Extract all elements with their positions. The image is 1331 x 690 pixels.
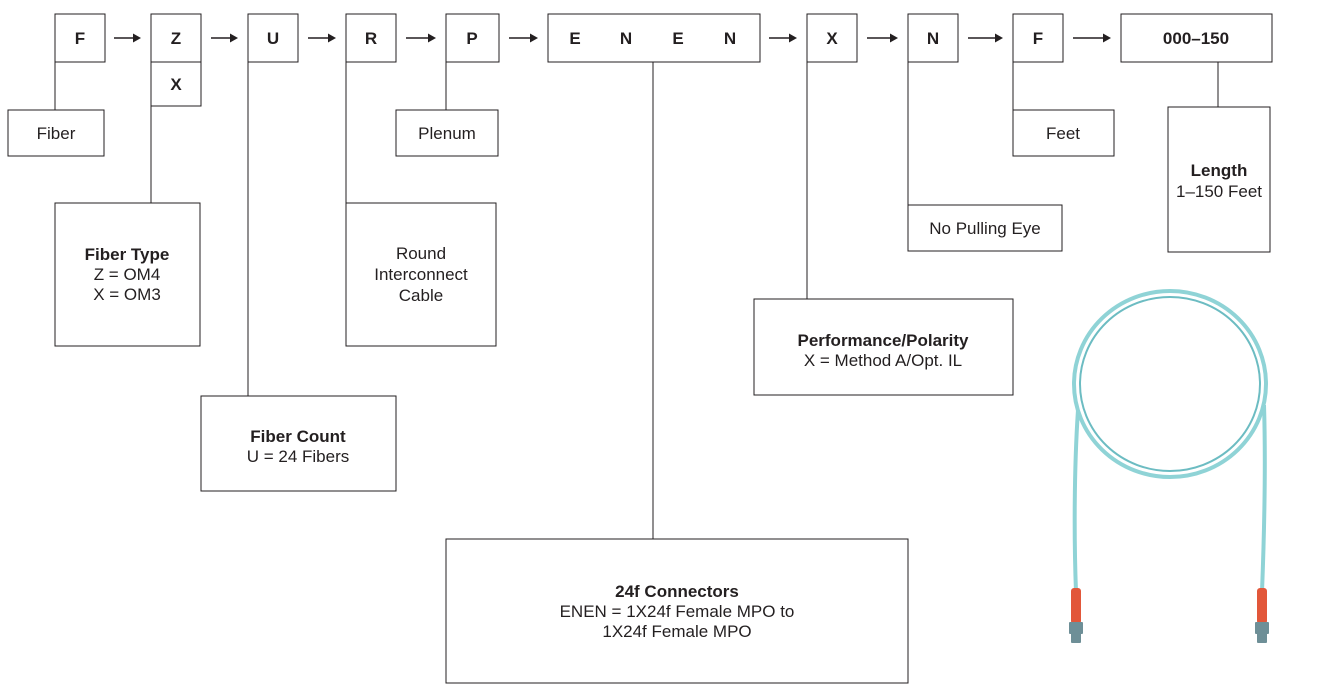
desc-box-pulling-eye [907, 204, 1063, 252]
desc-fiber-type-line-2: X = OM3 [93, 285, 161, 304]
code-fiber-type-alt: X [170, 75, 182, 94]
arrows [114, 33, 1111, 43]
code-box-plenum [445, 13, 500, 63]
code-connector-3: E [672, 29, 683, 48]
code-fiber: F [75, 29, 85, 48]
arrow-right-icon [406, 33, 436, 43]
cable-lead-left [1072, 409, 1080, 593]
desc-length-title: Length [1191, 161, 1248, 180]
desc-box-fiber-type [54, 202, 201, 347]
desc-connectors-title: 24f Connectors [615, 582, 739, 601]
cable-coil-inner [1079, 296, 1261, 472]
desc-box-cable [345, 202, 497, 347]
code-length: 000–150 [1163, 29, 1229, 48]
code-cable: R [365, 29, 377, 48]
code-box-unit [1012, 13, 1064, 63]
desc-connectors-line-2: 1X24f Female MPO [602, 622, 751, 641]
code-plenum: P [466, 29, 477, 48]
code-performance: X [826, 29, 838, 48]
aqua-fiber-patch-cord-image [1069, 289, 1269, 643]
desc-box-performance [753, 298, 1014, 396]
desc-cable-line-1: Round [396, 244, 446, 263]
code-box-cable [345, 13, 397, 63]
mpo-connector-right [1255, 588, 1269, 643]
desc-pulling-eye: No Pulling Eye [929, 219, 1041, 238]
arrow-right-icon [867, 33, 898, 43]
desc-box-plenum [395, 109, 499, 157]
arrow-right-icon [968, 33, 1003, 43]
code-box-performance [806, 13, 858, 63]
code-box-pulling-eye [907, 13, 959, 63]
arrow-right-icon [308, 33, 336, 43]
leader-lines [54, 62, 1219, 539]
desc-performance-title: Performance/Polarity [797, 331, 969, 350]
code-connector-1: E [569, 29, 580, 48]
arrow-right-icon [769, 33, 797, 43]
desc-box-connectors [445, 538, 909, 684]
code-box-fiber-count [247, 13, 299, 63]
code-box-length [1120, 13, 1273, 63]
desc-box-feet [1012, 109, 1115, 157]
desc-box-fiber-count [200, 395, 397, 492]
desc-fiber-count-line-1: U = 24 Fibers [247, 447, 350, 466]
desc-cable-line-2: Interconnect [374, 265, 468, 284]
desc-box-fiber [7, 109, 105, 157]
desc-fiber-type-title: Fiber Type [85, 245, 170, 264]
arrow-right-icon [1073, 33, 1111, 43]
desc-length-line-1: 1–150 Feet [1176, 182, 1262, 201]
description-boxes: Fiber Plenum Feet Fiber Type Z = OM4 X =… [7, 106, 1271, 684]
desc-box-length [1167, 106, 1271, 253]
code-unit: F [1033, 29, 1043, 48]
code-connector-4: N [724, 29, 736, 48]
desc-plenum: Plenum [418, 124, 476, 143]
cable-lead-right [1260, 404, 1267, 593]
arrow-right-icon [509, 33, 538, 43]
code-box-connectors [547, 13, 761, 63]
code-box-fiber-type [150, 13, 202, 63]
code-row: F Z X U R P E N E N X N F 000–150 [54, 13, 1273, 107]
desc-fiber-type-line-1: Z = OM4 [94, 265, 161, 284]
cable-coil [1072, 289, 1268, 479]
desc-fiber-count-title: Fiber Count [250, 427, 346, 446]
mpo-connector-left [1069, 588, 1083, 643]
desc-connectors-line-1: ENEN = 1X24f Female MPO to [560, 602, 795, 621]
code-fiber-type: Z [171, 29, 181, 48]
code-box-fiber [54, 13, 106, 63]
desc-fiber: Fiber [37, 124, 76, 143]
code-connector-2: N [620, 29, 632, 48]
code-box-fiber-type-alt [150, 61, 202, 107]
desc-feet: Feet [1046, 124, 1080, 143]
desc-cable-line-3: Cable [399, 286, 443, 305]
arrow-right-icon [211, 33, 238, 43]
code-fiber-count: U [267, 29, 279, 48]
arrow-right-icon [114, 33, 141, 43]
code-pulling-eye: N [927, 29, 939, 48]
desc-performance-line-1: X = Method A/Opt. IL [804, 351, 962, 370]
